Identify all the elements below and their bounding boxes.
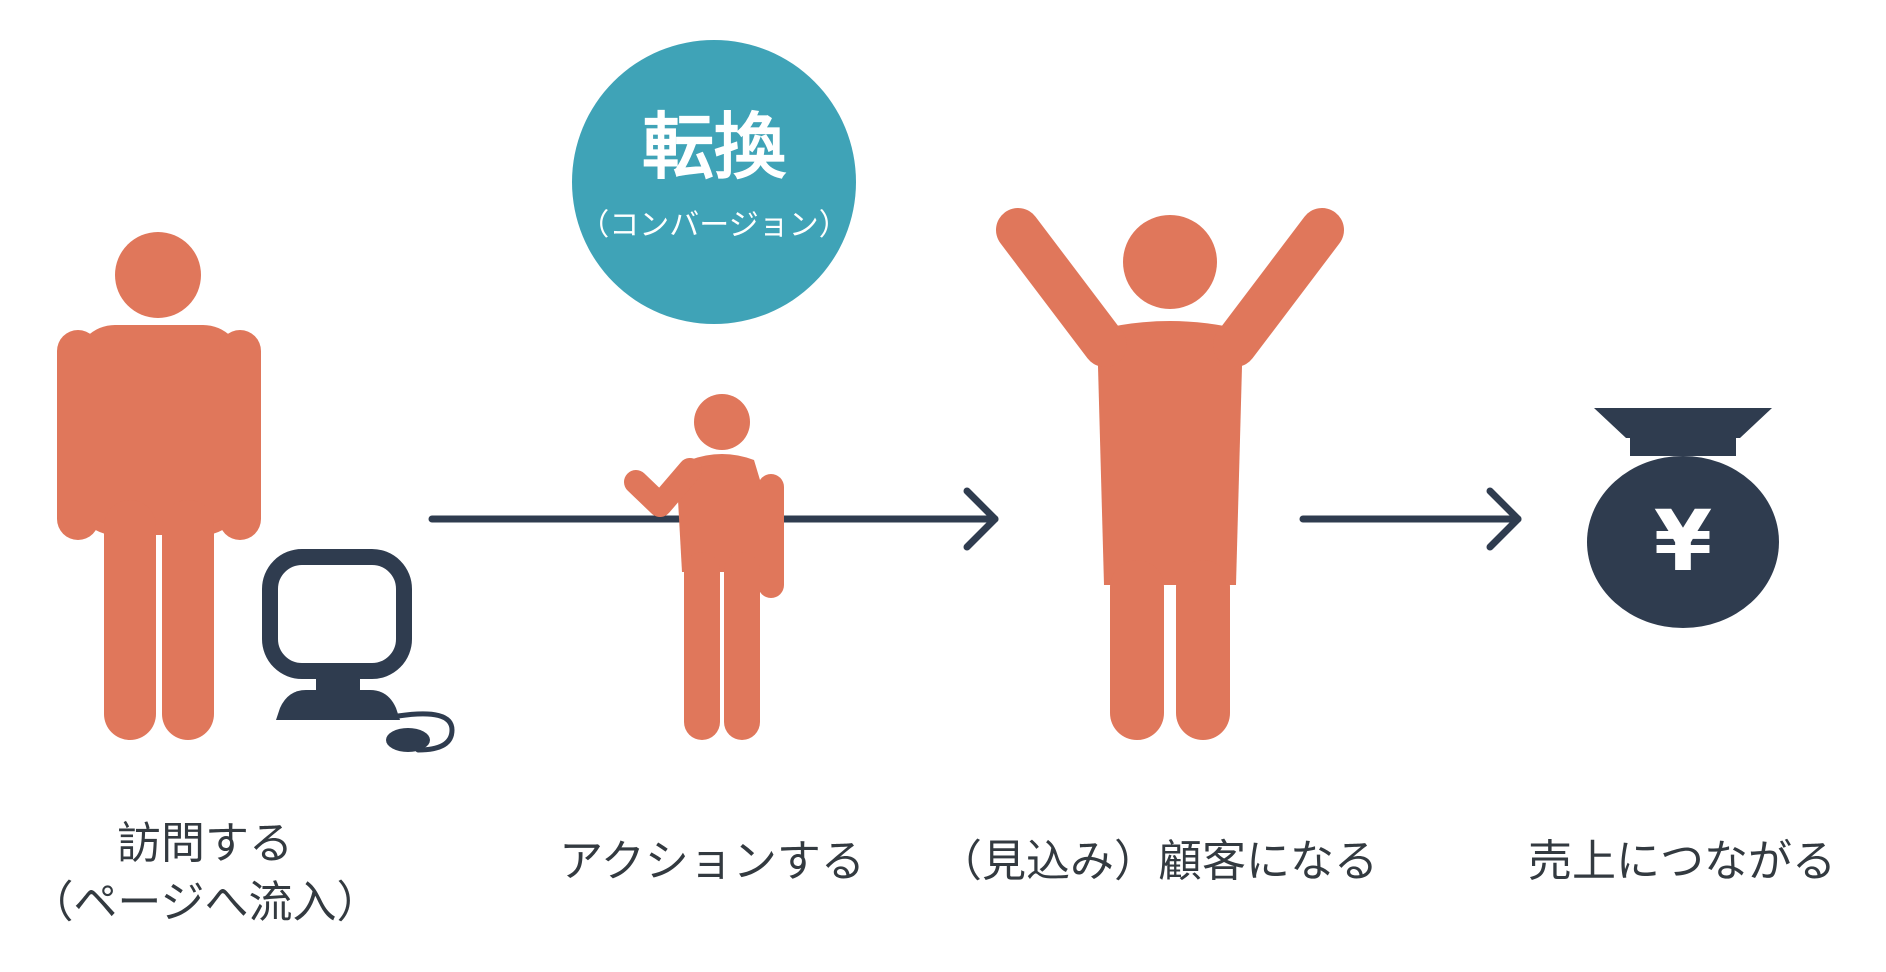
- yen-money-bag-icon: ¥: [1587, 408, 1779, 628]
- step-label-visit: 訪問する （ページへ流入）: [29, 814, 380, 933]
- step-label-visit-line1: 訪問する: [117, 818, 293, 869]
- step-label-sales: 売上につながる: [1528, 832, 1836, 891]
- cheering-person-icon: [996, 208, 1344, 740]
- waving-person-icon: [624, 394, 784, 740]
- visitor-person-icon: [57, 232, 261, 740]
- step-label-sales-line1: 売上につながる: [1528, 836, 1836, 887]
- badge-subtitle: （コンバージョン）: [579, 208, 848, 243]
- yen-symbol: ¥: [1654, 492, 1712, 590]
- step-label-customer-line1: （見込み）顧客になる: [938, 836, 1378, 887]
- step-label-action-line1: アクションする: [559, 836, 865, 887]
- badge-title: 転換: [642, 105, 787, 189]
- arrow-customer-to-sales: [1299, 487, 1522, 551]
- conversion-badge: 転換 （コンバージョン）: [572, 40, 856, 324]
- step-label-visit-line2: （ページへ流入）: [29, 877, 381, 929]
- computer-icon: [262, 549, 455, 753]
- step-label-action: アクションする: [559, 832, 865, 891]
- step-label-customer: （見込み）顧客になる: [938, 832, 1378, 891]
